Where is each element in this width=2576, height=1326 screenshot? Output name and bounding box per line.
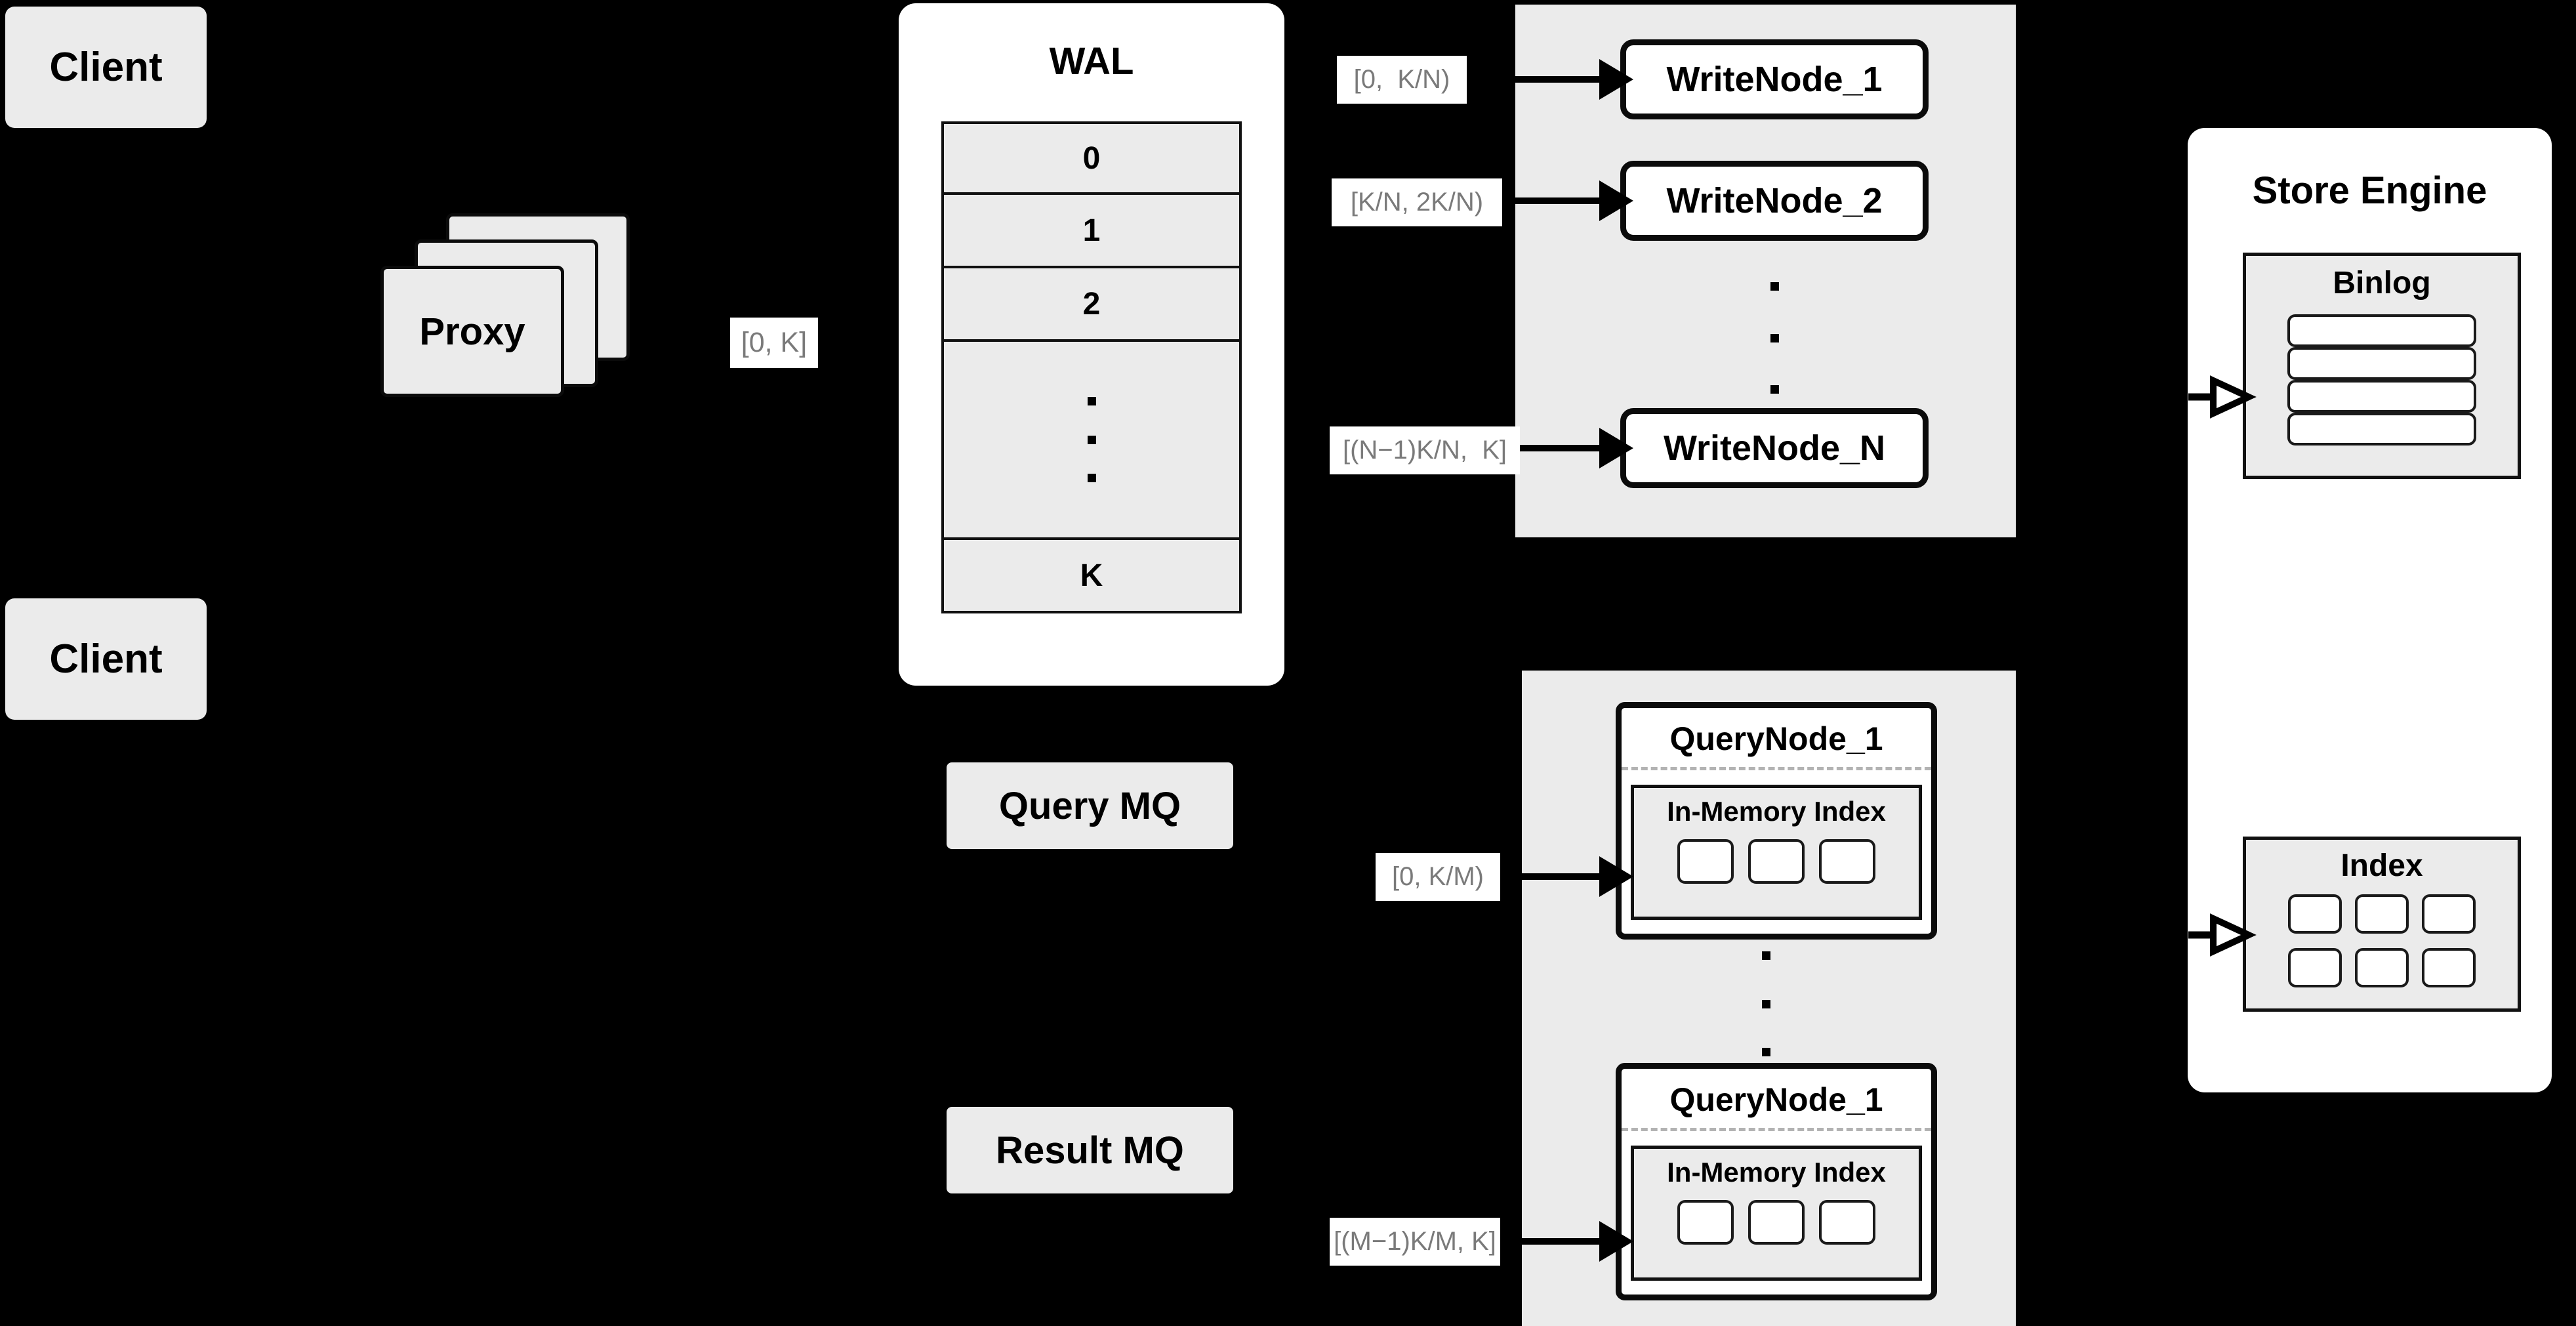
- write-cluster-ellipsis: [1768, 282, 1781, 394]
- wal-row-2: 2: [941, 268, 1242, 342]
- write-node-2-range-label: [K/N, 2K/N): [1332, 178, 1502, 226]
- query-node-1-separator: [1622, 767, 1931, 770]
- result-mq-box[interactable]: Result MQ: [947, 1107, 1233, 1193]
- index-grid-cell: [2355, 894, 2409, 934]
- binlog-row: [2287, 413, 2476, 445]
- index-grid-cell: [2355, 948, 2409, 987]
- ellipsis-dot-icon: [1770, 333, 1779, 342]
- query-node-2-title: QueryNode_1: [1669, 1081, 1883, 1118]
- index-cell: [1819, 1200, 1875, 1245]
- index-box: Index: [2243, 837, 2521, 1012]
- query-node-1-range-label: [0, K/M): [1376, 853, 1500, 901]
- query-mq-label: Query MQ: [998, 784, 1181, 827]
- ellipsis-dot-icon: [1087, 397, 1096, 405]
- query-node-2[interactable]: QueryNode_1 In-Memory Index: [1616, 1063, 1937, 1300]
- client-label-2: Client: [49, 636, 163, 682]
- wal-title: WAL: [1049, 40, 1134, 83]
- write-node-1-label: WriteNode_1: [1666, 60, 1883, 99]
- write-node-n[interactable]: WriteNode_N: [1620, 408, 1929, 488]
- query-node-2-range-label: [(M−1)K/M, K]: [1330, 1218, 1500, 1266]
- client-box-1[interactable]: Client: [5, 7, 207, 128]
- binlog-row: [2287, 347, 2476, 380]
- query-node-1[interactable]: QueryNode_1 In-Memory Index: [1616, 702, 1937, 940]
- result-mq-label: Result MQ: [996, 1129, 1184, 1172]
- query-node-2-separator: [1622, 1128, 1931, 1131]
- binlog-title: Binlog: [2333, 266, 2431, 300]
- index-cell: [1677, 839, 1734, 884]
- wal-row-k: K: [941, 540, 1242, 613]
- index-grid-cell: [2288, 948, 2342, 987]
- index-cell: [1748, 839, 1805, 884]
- ellipsis-dot-icon: [1761, 999, 1770, 1008]
- binlog-box: Binlog: [2243, 253, 2521, 479]
- index-grid-cell: [2422, 894, 2476, 934]
- ellipsis-dot-icon: [1770, 385, 1779, 394]
- query-node-1-index-label: In-Memory Index: [1667, 796, 1886, 827]
- ellipsis-dot-icon: [1770, 282, 1779, 291]
- write-node-n-range-label: [(N−1)K/N, K]: [1330, 426, 1520, 474]
- store-engine-title: Store Engine: [2252, 169, 2487, 212]
- index-cell: [1677, 1200, 1734, 1245]
- ellipsis-dot-icon: [1761, 951, 1770, 960]
- store-engine-arrows: [2188, 375, 2257, 957]
- write-node-n-label: WriteNode_N: [1663, 428, 1886, 468]
- ellipsis-dot-icon: [1087, 435, 1096, 444]
- ellipsis-dot-icon: [1761, 1048, 1770, 1056]
- wal-panel: WAL 0 1 2 K: [899, 3, 1284, 686]
- proxy-output-range-label: [0, K]: [730, 318, 818, 368]
- wal-ellipsis-dots: [1087, 397, 1096, 482]
- index-cell: [1819, 839, 1875, 884]
- query-node-2-index-box: In-Memory Index: [1631, 1146, 1922, 1281]
- write-node-2[interactable]: WriteNode_2: [1620, 161, 1929, 241]
- index-grid-cell: [2422, 948, 2476, 987]
- wal-row-0: 0: [941, 121, 1242, 195]
- query-node-1-index-box: In-Memory Index: [1631, 785, 1922, 920]
- query-node-1-title: QueryNode_1: [1669, 720, 1883, 757]
- proxy-label: Proxy: [419, 310, 525, 353]
- binlog-row: [2287, 380, 2476, 413]
- write-node-1[interactable]: WriteNode_1: [1620, 39, 1929, 119]
- index-title: Index: [2341, 848, 2423, 883]
- write-node-1-range-label: [0, K/N): [1337, 56, 1467, 104]
- query-node-2-index-label: In-Memory Index: [1667, 1157, 1886, 1188]
- wal-row-1: 1: [941, 195, 1242, 268]
- binlog-row: [2287, 314, 2476, 347]
- index-grid-cell: [2288, 894, 2342, 934]
- ellipsis-dot-icon: [1087, 474, 1096, 482]
- client-label-1: Client: [49, 45, 163, 90]
- proxy-stack[interactable]: Proxy: [380, 213, 663, 436]
- wal-row-ellipsis: [941, 342, 1242, 540]
- write-node-2-label: WriteNode_2: [1666, 181, 1883, 220]
- proxy-card-front[interactable]: Proxy: [380, 266, 564, 397]
- query-cluster-ellipsis: [1759, 951, 1772, 1056]
- query-mq-box[interactable]: Query MQ: [947, 762, 1233, 849]
- index-cell: [1748, 1200, 1805, 1245]
- client-box-2[interactable]: Client: [5, 598, 207, 720]
